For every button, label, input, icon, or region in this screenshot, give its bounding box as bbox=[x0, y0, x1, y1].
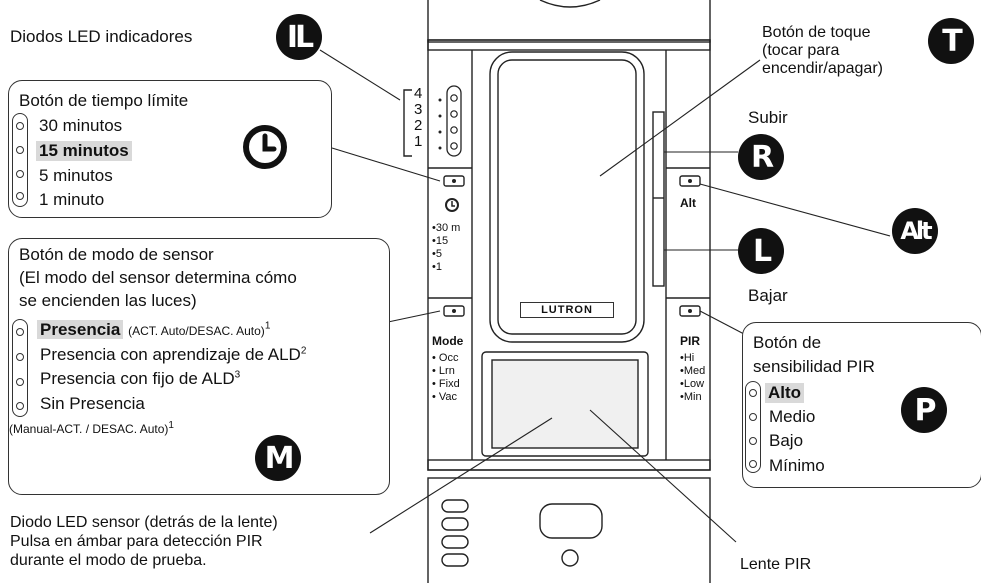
brand-logo: LUTRON bbox=[520, 302, 614, 318]
bottom-plate bbox=[427, 477, 711, 583]
badge-l: L bbox=[738, 228, 784, 274]
timeout-option-30: 30 minutos bbox=[39, 116, 123, 135]
sensor-mode-box: Botón de modo de sensor (El modo del sen… bbox=[8, 238, 390, 495]
badge-il: IL bbox=[276, 14, 322, 60]
sensor-option-fixed: Presencia con fijo de ALD3 bbox=[40, 369, 241, 388]
pir-option-min: Mínimo bbox=[769, 456, 825, 475]
pir-option-medium: Medio bbox=[769, 407, 816, 426]
touch-panel bbox=[489, 51, 645, 343]
sensor-option-vacancy-note: (Manual-ACT. / DESAC. Auto)1 bbox=[9, 420, 174, 437]
sensor-subtitle-2: se encienden las luces) bbox=[19, 291, 197, 310]
device-timeout-list: •30 m•15 •5•1 bbox=[432, 222, 461, 273]
pir-led-strip bbox=[745, 381, 761, 473]
timeout-option-1: 1 minuto bbox=[39, 190, 105, 209]
label-sensor-led-2: Pulsa en ámbar para detección PIR bbox=[10, 533, 263, 550]
label-sensor-led-1: Diodo LED sensor (detrás de la lente) bbox=[10, 514, 278, 531]
label-touch-2: (tocar para bbox=[762, 42, 840, 59]
badge-r: R bbox=[738, 134, 784, 180]
label-sensor-led-3: durante el modo de prueba. bbox=[10, 552, 207, 569]
badge-p: P bbox=[901, 387, 947, 433]
label-touch-1: Botón de toque bbox=[762, 24, 871, 41]
label-lower: Bajar bbox=[748, 286, 788, 305]
sensor-title: Botón de modo de sensor bbox=[19, 245, 214, 264]
device-mode-list: • Occ• Lrn • Fixd• Vac bbox=[432, 352, 460, 403]
timeout-title: Botón de tiempo límite bbox=[19, 91, 189, 110]
timeout-option-15: 15 minutos bbox=[36, 141, 132, 161]
clock-icon bbox=[243, 125, 287, 169]
label-raise: Subir bbox=[748, 108, 788, 127]
label-led-indicators: Diodos LED indicadores bbox=[10, 27, 193, 46]
label-touch-3: encendir/apagar) bbox=[762, 60, 883, 77]
timeout-led-strip bbox=[12, 113, 28, 207]
badge-alt: Alt bbox=[892, 208, 938, 254]
device-pir-title: PIR bbox=[680, 334, 701, 348]
sensor-led-strip bbox=[12, 319, 28, 417]
pir-title-1: Botón de bbox=[753, 333, 822, 352]
device-mode-title: Mode bbox=[432, 334, 464, 348]
led-number-4: 4 bbox=[414, 85, 423, 102]
pir-option-low: Bajo bbox=[769, 431, 804, 450]
badge-m: M bbox=[255, 435, 301, 481]
led-number-1: 1 bbox=[414, 133, 423, 150]
pir-lens bbox=[481, 351, 649, 457]
device-pir-list: •Hi•Med •Low•Min bbox=[680, 352, 706, 403]
pir-sensitivity-box: Botón de sensibilidad PIR Alto Medio Baj… bbox=[742, 322, 981, 488]
pir-option-high: Alto bbox=[765, 383, 805, 403]
badge-t: T bbox=[928, 18, 974, 64]
timeout-box: Botón de tiempo límite 30 minutos 15 min… bbox=[8, 80, 332, 218]
sensor-subtitle-1: (El modo del sensor determina cómo bbox=[19, 268, 297, 287]
timeout-option-5: 5 minutos bbox=[39, 166, 113, 185]
device-alt-label: Alt bbox=[680, 196, 696, 210]
raise-lower-bar bbox=[652, 111, 665, 287]
top-plate bbox=[427, 0, 711, 43]
label-pir-lens: Lente PIR bbox=[740, 556, 812, 573]
sensor-option-occupancy: Presencia (ACT. Auto/DESAC. Auto)1 bbox=[37, 320, 270, 341]
sensor-option-learn: Presencia con aprendizaje de ALD2 bbox=[40, 345, 307, 364]
sensor-option-vacancy: Sin Presencia bbox=[40, 394, 145, 413]
pir-title-2: sensibilidad PIR bbox=[753, 357, 875, 376]
led-number-3: 3 bbox=[414, 101, 423, 118]
led-number-2: 2 bbox=[414, 117, 423, 134]
